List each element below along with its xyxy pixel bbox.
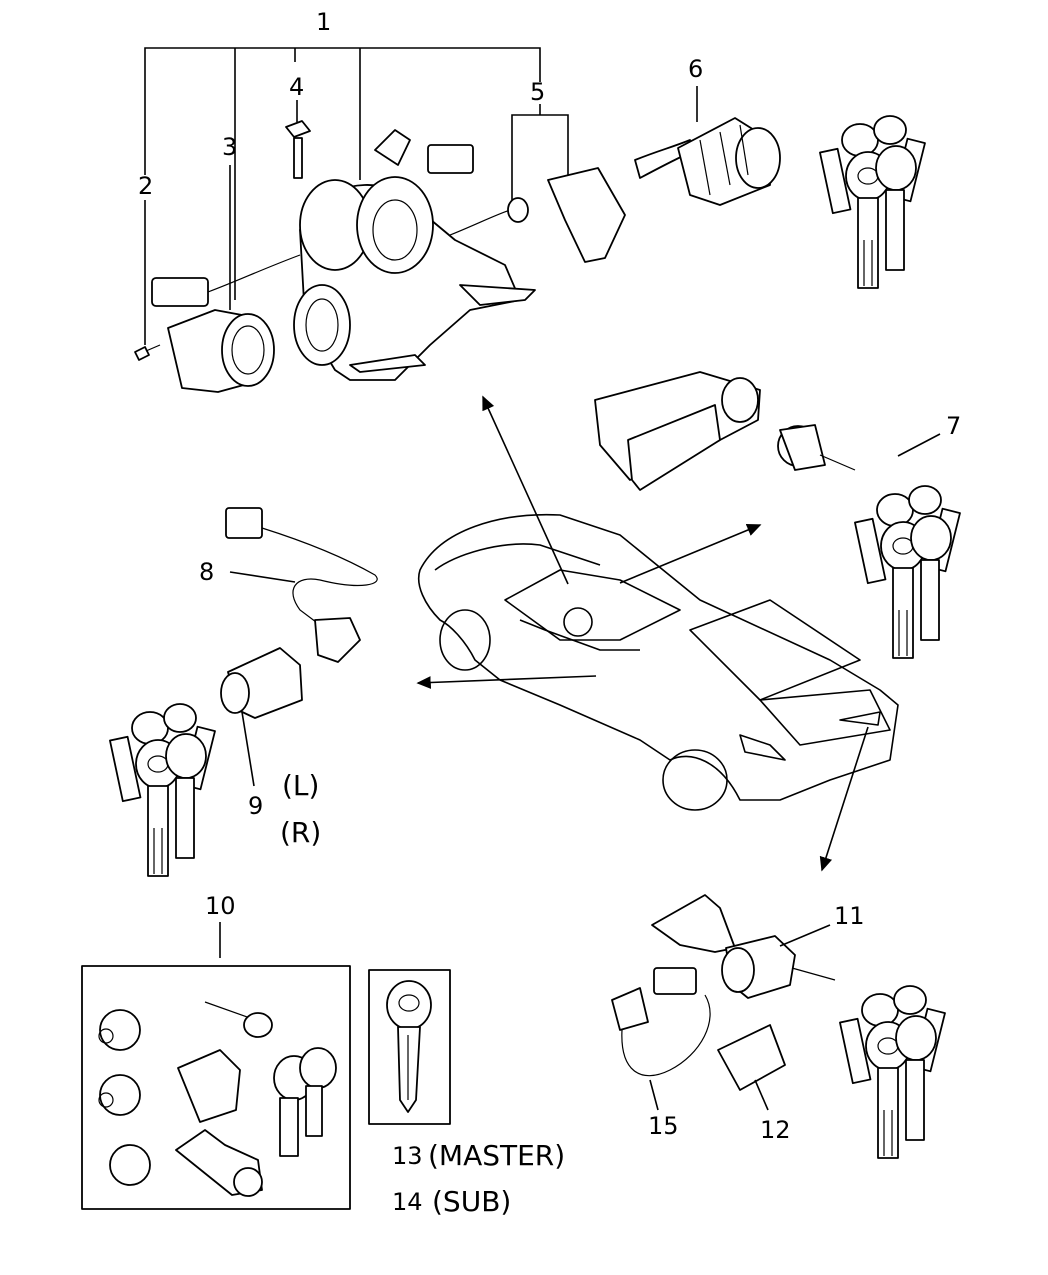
door-lock-switch-and-cylinder: [109, 507, 378, 877]
callout-6: 6: [688, 55, 703, 83]
door-handle-lock: [594, 371, 961, 659]
callout-8: 8: [199, 558, 214, 586]
callout-10: 10: [205, 892, 236, 920]
side-label-right: (R): [280, 816, 321, 849]
callout-1: 1: [316, 8, 331, 36]
callout-2: 2: [138, 172, 153, 200]
vehicle-outline: [416, 395, 899, 872]
callout-14: 14: [392, 1188, 423, 1216]
callout-5: 5: [530, 78, 545, 106]
side-label-left: (L): [282, 769, 319, 802]
key-label-master: (MASTER): [428, 1139, 565, 1172]
callout-9: 9: [248, 792, 263, 820]
key-blank-box: [368, 969, 451, 1125]
ignition-key-cylinder: [634, 86, 926, 289]
callout-4: 4: [289, 73, 304, 101]
lock-set-kit: [81, 922, 351, 1210]
callout-3: 3: [222, 133, 237, 161]
key-label-sub: (SUB): [432, 1185, 511, 1218]
callout-12: 12: [760, 1116, 791, 1144]
trunk-lock-assembly: [611, 894, 946, 1159]
callout-15: 15: [648, 1112, 679, 1140]
steering-lock-assembly: [134, 47, 626, 393]
callout-11: 11: [834, 902, 865, 930]
callout-13: 13: [392, 1142, 423, 1170]
callout-7: 7: [946, 412, 961, 440]
